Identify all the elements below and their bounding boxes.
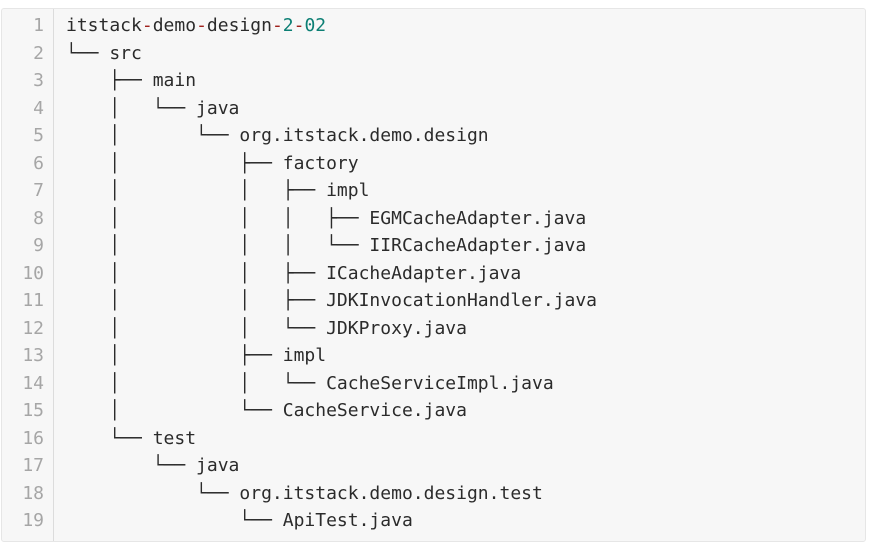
line-content: └── src xyxy=(2,40,865,68)
code-text: ├── main xyxy=(66,70,197,91)
code-line: 7 │ │ ├── impl xyxy=(2,177,865,205)
line-content: └── ApiTest.java xyxy=(2,507,865,535)
line-content: └── test xyxy=(2,425,865,453)
code-text: │ ├── factory xyxy=(66,152,359,174)
code-text: │ │ ├── impl xyxy=(66,180,370,201)
code-line: 2 └── src xyxy=(2,40,865,68)
line-number: 1 xyxy=(33,15,44,36)
line-number: 15 xyxy=(22,400,44,421)
code-line: 6 │ ├── factory xyxy=(2,150,865,178)
code-text: │ │ └── JDKProxy.java xyxy=(66,317,467,339)
line-number: 18 xyxy=(22,482,44,504)
line-content: │ │ └── CacheServiceImpl.java xyxy=(2,370,865,398)
line-content: itstack-demo-design-2-02 xyxy=(2,12,865,40)
line-number: 12 xyxy=(22,317,44,339)
line-number: 6 xyxy=(33,152,44,174)
line-number: 3 xyxy=(33,70,44,91)
code-text: demo xyxy=(152,15,197,36)
code-text: │ │ │ ├── EGMCacheAdapter.java xyxy=(66,207,587,229)
code-text: design xyxy=(206,15,272,36)
line-content: └── java xyxy=(2,452,865,480)
line-number: 8 xyxy=(33,207,44,229)
code-line: 14 │ │ └── CacheServiceImpl.java xyxy=(2,370,865,398)
code-text: itstack xyxy=(66,15,142,36)
code-line: 15 │ └── CacheService.java xyxy=(2,397,865,425)
line-content: │ │ ├── JDKInvocationHandler.java xyxy=(2,287,865,315)
line-content: │ └── org.itstack.demo.design xyxy=(2,122,865,150)
line-number: 13 xyxy=(22,345,44,366)
line-number: 10 xyxy=(22,262,44,284)
code-line: 19 └── ApiTest.java xyxy=(2,507,865,535)
line-number: 16 xyxy=(22,427,44,449)
line-content: │ │ │ └── IIRCacheAdapter.java xyxy=(2,232,865,260)
code-line: 17 └── java xyxy=(2,452,865,480)
line-number: 14 xyxy=(22,372,44,394)
line-number: 2 xyxy=(33,42,44,64)
code-text: └── java xyxy=(66,455,240,476)
code-line: 3 ├── main xyxy=(2,67,865,95)
code-text: │ │ │ └── IIRCacheAdapter.java xyxy=(66,235,587,256)
code-line: 11 │ │ ├── JDKInvocationHandler.java xyxy=(2,287,865,315)
code-text: │ ├── impl xyxy=(66,345,327,366)
code-line: 5 │ └── org.itstack.demo.design xyxy=(2,122,865,150)
line-number: 19 xyxy=(22,510,44,531)
code-text: │ │ └── CacheServiceImpl.java xyxy=(66,372,554,394)
line-number: 4 xyxy=(33,97,44,119)
line-content: │ │ ├── ICacheAdapter.java xyxy=(2,260,865,288)
code-line: 8 │ │ │ ├── EGMCacheAdapter.java xyxy=(2,205,865,233)
token-number: 2 xyxy=(282,15,294,36)
line-number: 5 xyxy=(33,125,44,146)
code-text: │ └── CacheService.java xyxy=(66,400,467,421)
code-text: └── test xyxy=(66,427,197,449)
line-content: │ └── CacheService.java xyxy=(2,397,865,425)
line-number: 17 xyxy=(22,455,44,476)
code-line: 10 │ │ ├── ICacheAdapter.java xyxy=(2,260,865,288)
token-number: 02 xyxy=(304,15,327,36)
code-text: │ └── org.itstack.demo.design xyxy=(66,125,489,146)
line-content: ├── main xyxy=(2,67,865,95)
line-content: │ │ └── JDKProxy.java xyxy=(2,315,865,343)
code-text: │ └── java xyxy=(66,97,240,119)
line-number: 11 xyxy=(22,290,44,311)
token-dash: - xyxy=(271,15,283,36)
gutter-separator xyxy=(53,9,54,541)
line-content: │ │ │ ├── EGMCacheAdapter.java xyxy=(2,205,865,233)
code-line: 18 └── org.itstack.demo.design.test xyxy=(2,480,865,508)
code-text: │ │ ├── JDKInvocationHandler.java xyxy=(66,290,598,311)
token-dash: - xyxy=(293,15,305,36)
line-content: └── org.itstack.demo.design.test xyxy=(2,480,865,508)
code-line: 4 │ └── java xyxy=(2,95,865,123)
code-text: └── org.itstack.demo.design.test xyxy=(66,482,543,504)
token-dash: - xyxy=(141,15,153,36)
code-line: 13 │ ├── impl xyxy=(2,342,865,370)
line-content: │ │ ├── impl xyxy=(2,177,865,205)
code-line: 16 └── test xyxy=(2,425,865,453)
line-content: │ ├── impl xyxy=(2,342,865,370)
line-number: 9 xyxy=(33,235,44,256)
code-line: 9 │ │ │ └── IIRCacheAdapter.java xyxy=(2,232,865,260)
code-text: │ │ ├── ICacheAdapter.java xyxy=(66,262,522,284)
token-dash: - xyxy=(196,15,207,36)
code-text: └── src xyxy=(66,42,142,64)
code-text: └── ApiTest.java xyxy=(66,510,413,531)
line-content: │ ├── factory xyxy=(2,150,865,178)
line-content: │ └── java xyxy=(2,95,865,123)
code-line: 12 │ │ └── JDKProxy.java xyxy=(2,315,865,343)
line-number: 7 xyxy=(33,180,44,201)
